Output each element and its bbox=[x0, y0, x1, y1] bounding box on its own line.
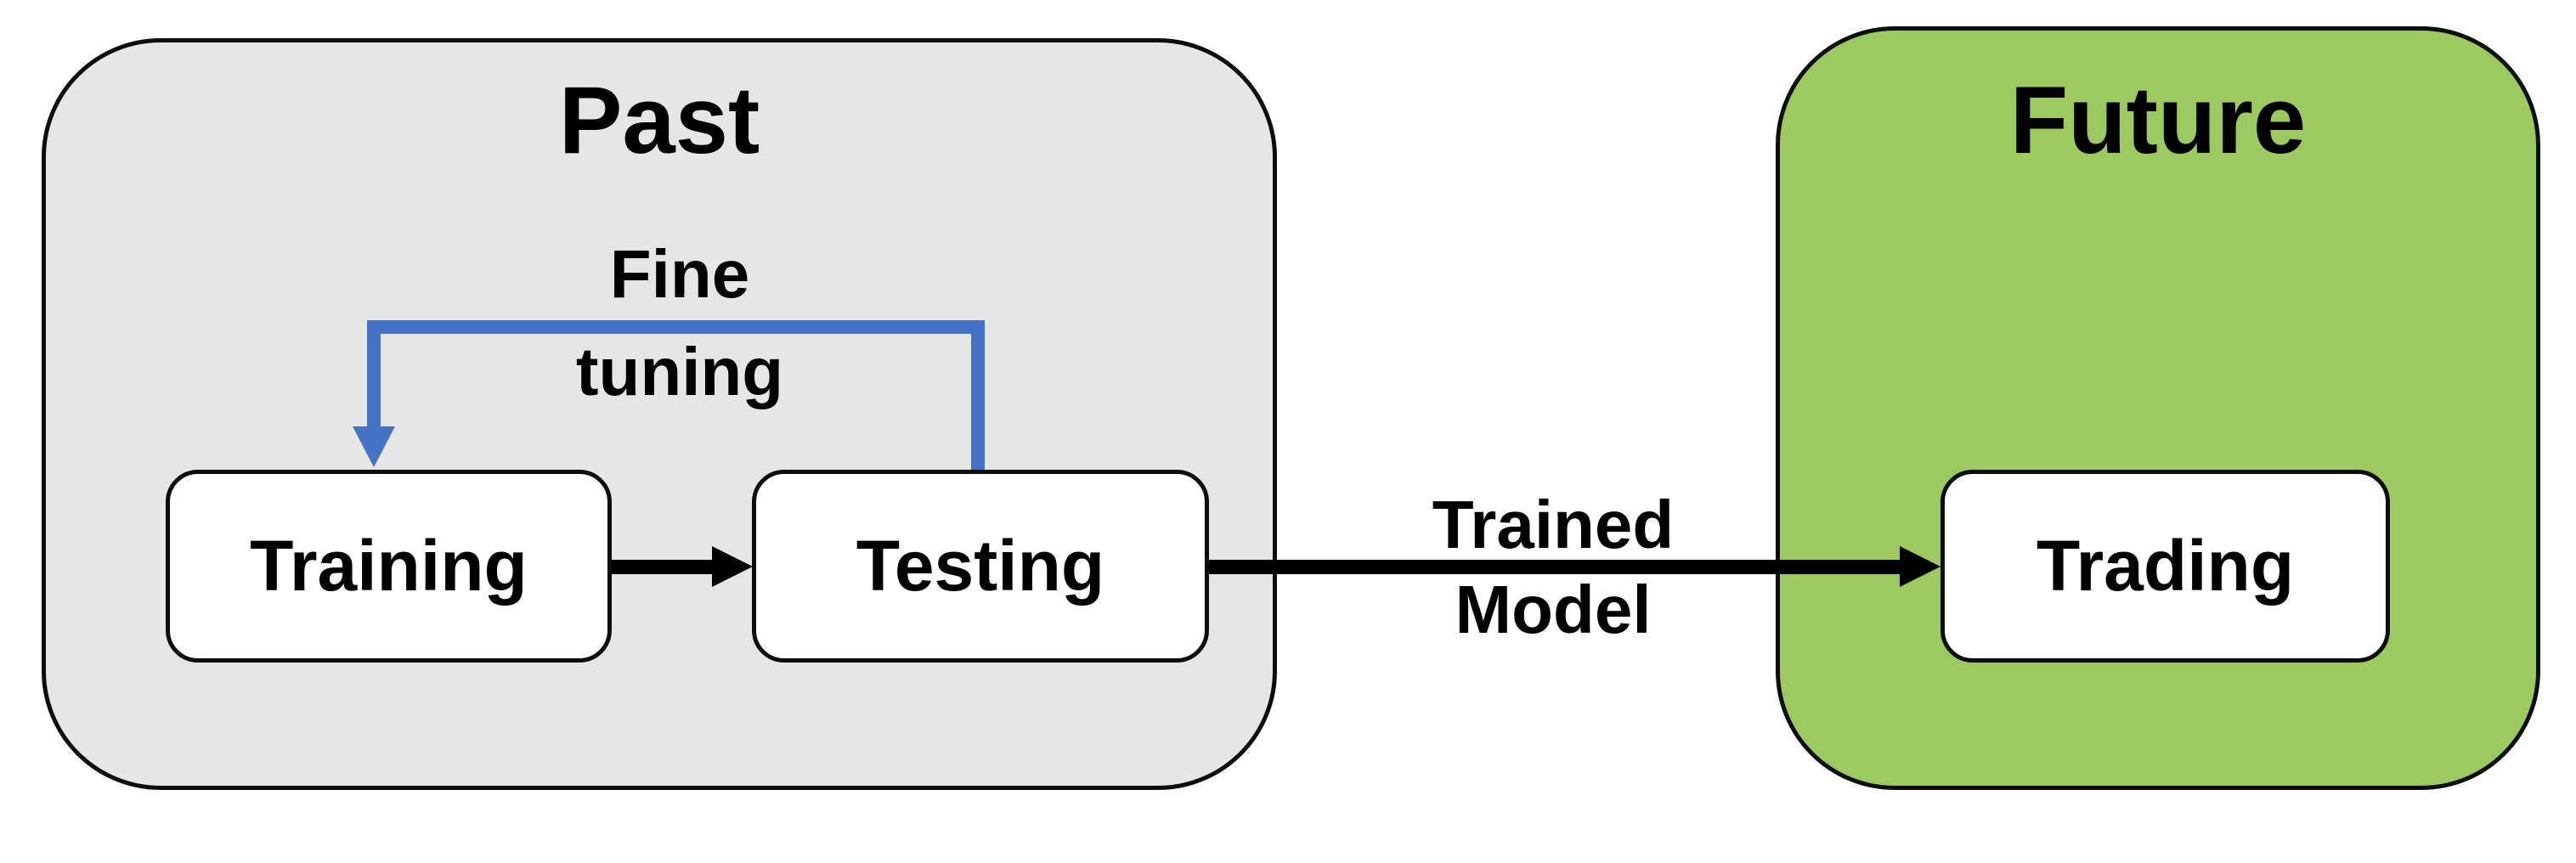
arrowhead-right-icon bbox=[712, 546, 753, 587]
arrowhead-down-icon bbox=[353, 426, 395, 467]
fine-tuning-connector-top-segment bbox=[367, 320, 985, 334]
past-section bbox=[42, 38, 1277, 790]
trading-node-label: Trading bbox=[2036, 526, 2295, 606]
training-node-label: Training bbox=[250, 526, 528, 606]
testing-to-trading-arrow-shaft bbox=[1209, 560, 1900, 574]
fine-tuning-label-line1: Fine bbox=[609, 236, 750, 312]
testing-node-label: Testing bbox=[856, 526, 1105, 606]
past-section-title: Past bbox=[558, 67, 760, 173]
future-section-title: Future bbox=[2009, 67, 2307, 173]
trading-node: Trading bbox=[1940, 470, 2390, 663]
trained-model-label: Trained Model bbox=[1383, 482, 1723, 652]
trained-model-label-line2: Model bbox=[1455, 572, 1652, 647]
future-section bbox=[1776, 26, 2540, 790]
trained-model-label-line1: Trained bbox=[1432, 487, 1675, 562]
training-to-testing-arrow-shaft bbox=[612, 560, 712, 574]
fine-tuning-label-line2: tuning bbox=[575, 334, 784, 409]
fine-tuning-connector-left-segment bbox=[367, 320, 381, 429]
training-node: Training bbox=[166, 470, 612, 663]
fine-tuning-connector-right-segment bbox=[971, 320, 985, 470]
testing-node: Testing bbox=[752, 470, 1209, 663]
arrowhead-right-icon bbox=[1900, 546, 1940, 587]
